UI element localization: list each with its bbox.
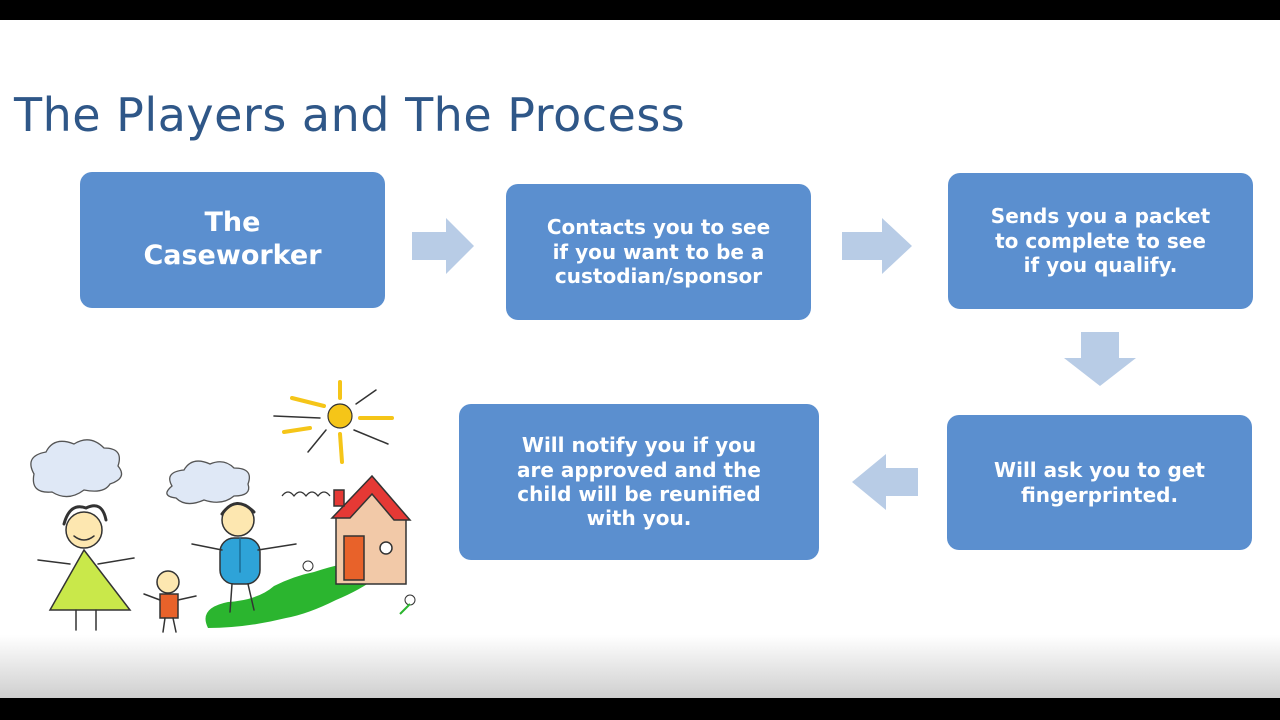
arrow-left-icon [852,454,918,510]
child-figure-icon [143,570,197,633]
house-icon [281,474,412,585]
step-notify-box: Will notify you if you are approved and … [459,404,819,560]
father-figure-icon [191,502,297,613]
sun-icon [273,380,394,464]
slide-title: The Players and The Process [14,88,686,142]
step-caseworker-box: The Caseworker [80,172,385,308]
step-fingerprint-text: Will ask you to get fingerprinted. [994,458,1205,507]
arrow-down-icon [1064,332,1136,386]
bottom-fade [0,635,1280,698]
step-packet-text: Sends you a packet to complete to see if… [990,204,1211,278]
step-fingerprint-box: Will ask you to get fingerprinted. [947,415,1252,550]
mother-figure-icon [37,504,135,631]
top-letterbox [0,0,1280,20]
step-notify-text: Will notify you if you are approved and … [517,433,761,531]
bottom-letterbox [0,698,1280,720]
step-contacts-text: Contacts you to see if you want to be a … [546,215,771,289]
step-packet-box: Sends you a packet to complete to see if… [948,173,1253,309]
step-caseworker-text: The Caseworker [143,207,322,271]
step-contacts-box: Contacts you to see if you want to be a … [506,184,811,320]
flower-icon [302,560,416,615]
cloud-icon [30,439,251,505]
family-house-sun-clipart [30,380,416,633]
arrow-right-icon [842,218,912,274]
arrow-right-icon [412,218,474,274]
